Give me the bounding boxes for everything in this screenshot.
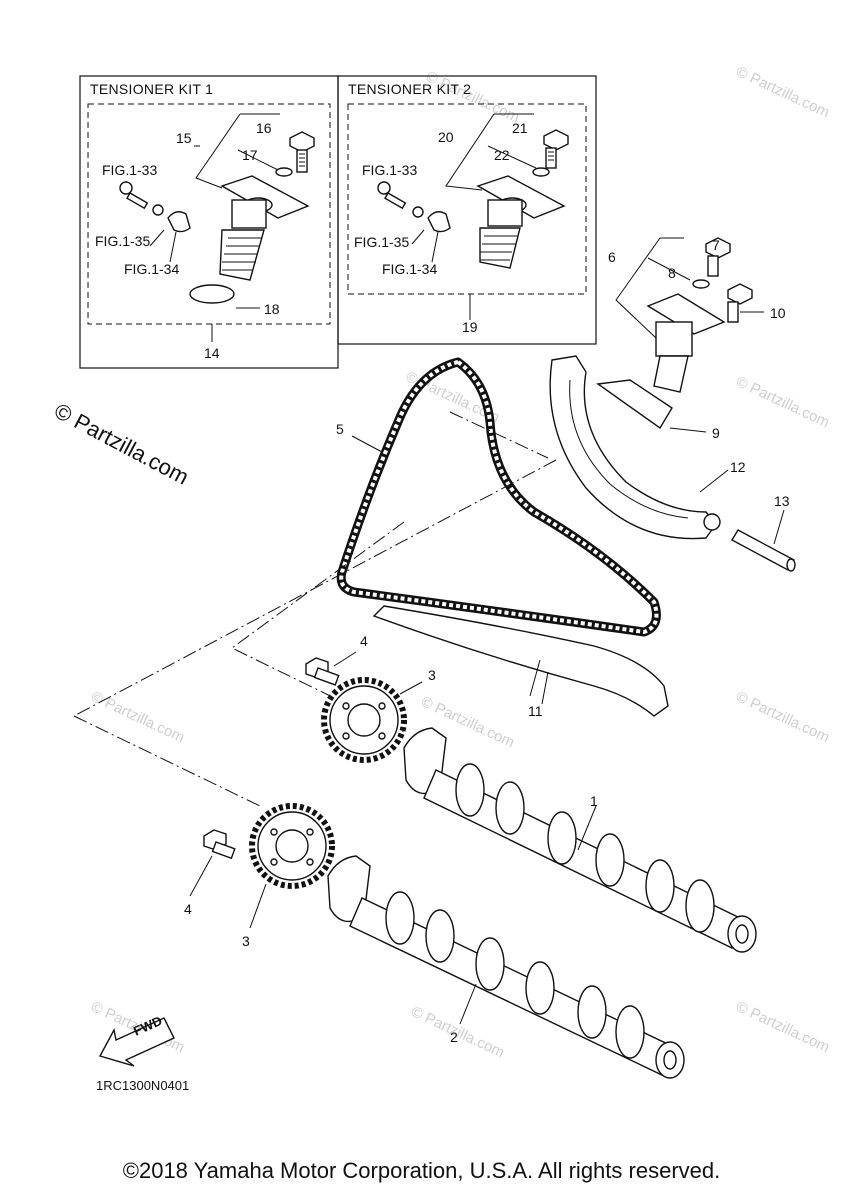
sprocket-bolt-upper: 4 <box>305 633 368 686</box>
plug-fig-1-34 <box>427 211 451 233</box>
callout-label: 3 <box>242 933 250 949</box>
bolt-21 <box>543 129 569 169</box>
callout-label: 15 <box>176 130 192 146</box>
chain-guide-11: 11 <box>372 605 669 719</box>
callout-label: 5 <box>336 421 344 437</box>
camshaft-1: 1 <box>403 727 757 953</box>
callout-label: 18 <box>264 301 280 317</box>
callout-label: 4 <box>360 633 368 649</box>
callout-label: FIG.1-35 <box>354 234 409 250</box>
callout-label: 14 <box>204 345 220 361</box>
kit-1-title: TENSIONER KIT 1 <box>90 81 213 97</box>
washer-8 <box>692 279 710 289</box>
kit-2-title: TENSIONER KIT 2 <box>348 81 471 97</box>
watermark: © Partzilla.com <box>423 68 522 126</box>
callout-label: 3 <box>428 667 436 683</box>
plug-fig-1-34 <box>167 211 191 233</box>
bolt-10 <box>727 283 753 323</box>
watermark: © Partzilla.com <box>88 688 187 746</box>
callout-label: FIG.1-34 <box>382 261 437 277</box>
callout-label: FIG.1-33 <box>102 162 157 178</box>
washer-22 <box>532 167 550 177</box>
callout-label: 21 <box>512 120 528 136</box>
cam-sprocket-lower: 3 <box>242 803 335 949</box>
tensioner-body-15 <box>219 175 310 281</box>
gasket-9 <box>596 379 673 430</box>
kit-1-dashed-group <box>87 103 331 325</box>
bolt-7 <box>705 237 731 277</box>
callout-label: 16 <box>256 120 272 136</box>
camshaft-2: 2 <box>327 855 685 1079</box>
callout-label: 4 <box>184 901 192 917</box>
watermark: © Partzilla.com <box>733 688 832 746</box>
tensioner-6 <box>646 293 726 393</box>
callout-label: FIG.1-33 <box>362 162 417 178</box>
kit-2-dashed-group <box>347 103 587 295</box>
small-bolt-fig-1-33 <box>119 181 149 210</box>
bolt-16 <box>289 131 315 173</box>
callout-label: 8 <box>668 265 676 281</box>
callout-label: 11 <box>528 703 543 719</box>
pin-13: 13 <box>731 493 796 572</box>
watermark: © Partzilla.com <box>733 373 832 431</box>
watermark: © Partzilla.com <box>733 63 832 121</box>
tensioner-kit-2: TENSIONER KIT 2 21 20 22 FIG.1-33 F <box>337 75 597 345</box>
tensioner-body-20 <box>476 175 566 269</box>
cam-chain-tensioner-assembly: 6 7 8 10 9 <box>596 237 786 441</box>
callout-label: 2 <box>450 1029 458 1045</box>
callout-label: 22 <box>494 147 510 163</box>
chain-guide-12: 12 <box>549 355 746 540</box>
callout-label: 12 <box>730 459 746 475</box>
washer-fig-1-35 <box>152 204 164 216</box>
callout-label: 20 <box>438 129 454 145</box>
sprocket-bolt-lower: 4 <box>184 829 236 917</box>
callout-label: FIG.1-35 <box>95 233 150 249</box>
diagram-code: 1RC1300N0401 <box>96 1078 189 1093</box>
gasket-18 <box>189 284 235 304</box>
tensioner-kit-1: TENSIONER KIT 1 <box>79 75 339 369</box>
callout-label: 19 <box>462 319 478 335</box>
callout-label: 10 <box>770 305 786 321</box>
washer-fig-1-35 <box>412 206 424 218</box>
timing-chain-5: 5 <box>336 357 661 637</box>
copyright-notice: ©2018 Yamaha Motor Corporation, U.S.A. A… <box>122 1158 721 1183</box>
watermark: © Partzilla.com <box>733 998 832 1056</box>
callout-label: 13 <box>774 493 790 509</box>
callout-label: 7 <box>712 237 720 253</box>
callout-label: 9 <box>712 425 720 441</box>
callout-label: FIG.1-34 <box>124 261 179 277</box>
callout-label: 1 <box>590 793 598 809</box>
washer-17 <box>275 167 293 177</box>
kit-2-frame <box>337 75 597 345</box>
callout-label: 17 <box>242 147 258 163</box>
callout-label: 6 <box>608 249 616 265</box>
cam-sprocket-upper: 3 <box>321 667 436 763</box>
small-bolt-fig-1-33 <box>377 181 407 210</box>
